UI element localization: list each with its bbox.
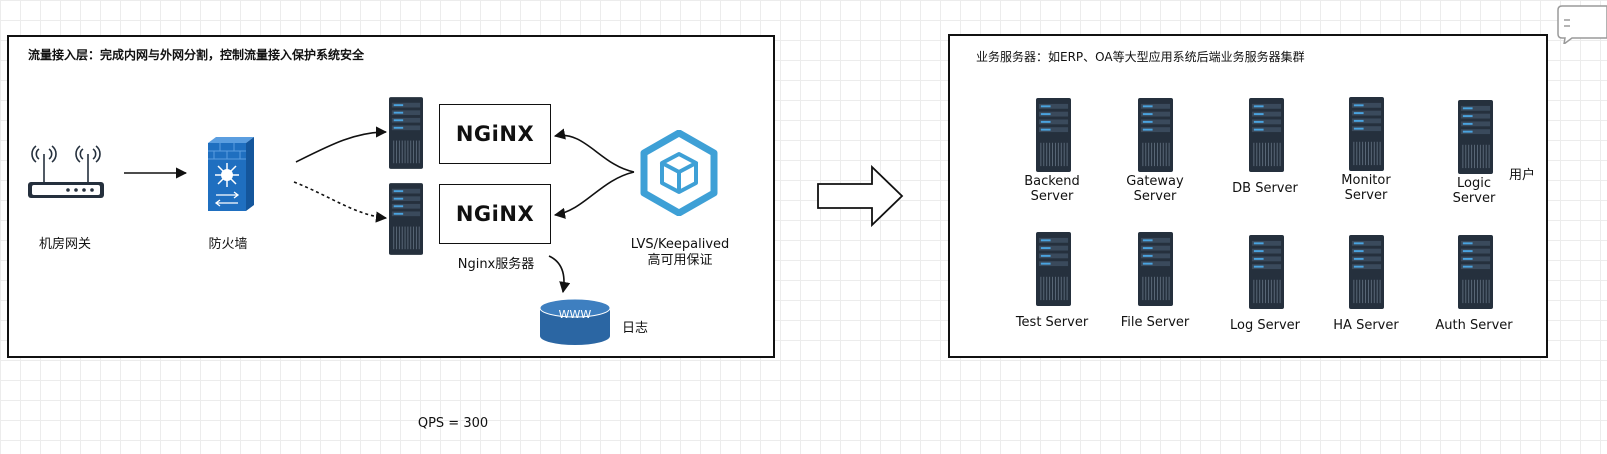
lvs-label-line1: LVS/Keepalived (630, 237, 730, 252)
firewall-icon (208, 137, 254, 211)
server-label-file: File Server (1120, 315, 1190, 330)
server-icon-backend (1036, 98, 1071, 172)
server-icon-monitor (1349, 97, 1384, 171)
database-icon (539, 298, 611, 345)
user-label: 用户 (1508, 168, 1535, 183)
nginx-logo-box-2: NGiNX (439, 184, 551, 244)
nginx-logo-text-2: NGiNX (455, 202, 535, 226)
server-icon-file (1138, 232, 1173, 306)
server-label-auth: Auth Server (1435, 318, 1513, 333)
server-label-backend-line1: Backend (1024, 174, 1080, 189)
gateway-label: 机房网关 (38, 237, 91, 252)
qps-label: QPS = 300 (417, 416, 489, 431)
lvs-keepalived-icon (640, 130, 718, 216)
server-icon-logic (1458, 100, 1493, 174)
server-label-gateway-line1: Gateway (1126, 174, 1184, 189)
server-icon-gateway (1138, 98, 1173, 172)
server-label-logic-line1: Logic (1457, 176, 1491, 191)
database-text: WWW (558, 308, 592, 321)
server-icon-auth (1458, 235, 1493, 309)
server-label-logic-line2: Server (1452, 191, 1496, 206)
server-label-test: Test Server (1015, 315, 1089, 330)
log-label: 日志 (621, 321, 648, 336)
nginx-logo-box-1: NGiNX (439, 104, 551, 164)
server-label-db: DB Server (1232, 181, 1298, 196)
comment-icon (1557, 5, 1607, 44)
server-label-monitor-line1: Monitor (1341, 173, 1391, 188)
router-icon (28, 145, 104, 198)
server-label-backend-line2: Server (1030, 189, 1074, 204)
server-icon-test (1036, 232, 1071, 306)
business-servers-title: 业务服务器：如ERP、OA等大型应用系统后端业务服务器集群 (976, 50, 1305, 64)
server-label-log: Log Server (1230, 318, 1300, 333)
lvs-label-line2: 高可用保证 (647, 253, 713, 268)
big-right-arrow (817, 164, 904, 228)
server-label-monitor-line2: Server (1344, 188, 1388, 203)
traffic-access-title: 流量接入层：完成内网与外网分割，控制流量接入保护系统安全 (28, 48, 365, 62)
firewall-label: 防火墙 (208, 237, 248, 252)
nginx-logo-text-1: NGiNX (455, 122, 535, 146)
nginx-server-icon-1 (389, 96, 423, 170)
nginx-server-icon-2 (389, 182, 423, 256)
comment-button[interactable] (1556, 0, 1607, 44)
server-icon-db (1249, 98, 1284, 172)
server-icon-log (1249, 235, 1284, 309)
nginx-servers-label: Nginx服务器 (457, 257, 535, 272)
server-icon-ha (1349, 235, 1384, 309)
server-label-ha: HA Server (1333, 318, 1399, 333)
server-label-gateway-line2: Server (1133, 189, 1177, 204)
